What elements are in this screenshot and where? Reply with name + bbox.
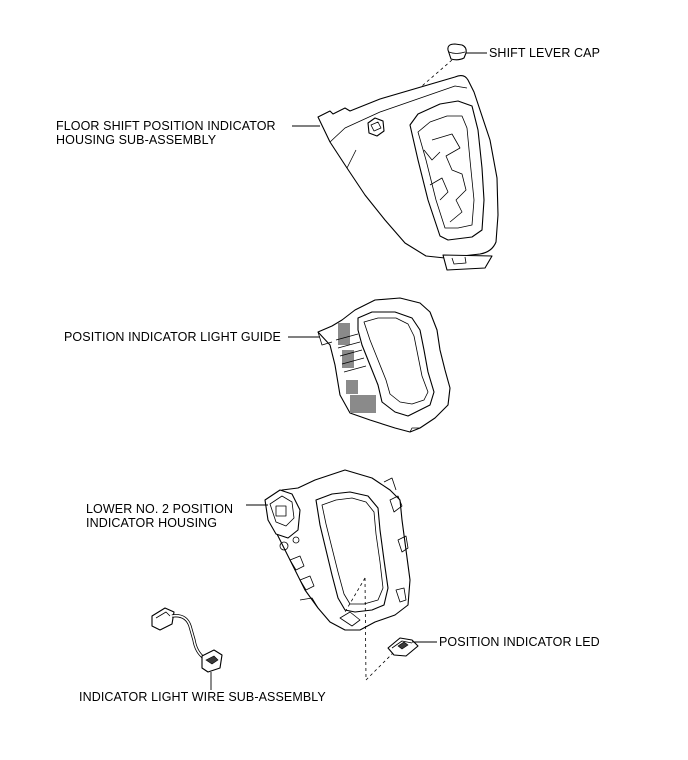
position-indicator-led-label: POSITION INDICATOR LED — [439, 635, 600, 649]
shift-lever-cap-label: SHIFT LEVER CAP — [489, 46, 601, 60]
lower-housing-guide-2 — [364, 577, 367, 681]
position-indicator-led-part — [387, 637, 419, 657]
indicator-housing-label: FLOOR SHIFT POSITION INDICATOR HOUSING S… — [56, 119, 276, 147]
light-guide-label: POSITION INDICATOR LIGHT GUIDE — [64, 330, 281, 344]
lower-housing-guide-1 — [344, 577, 366, 613]
indicator-light-wire-part — [151, 607, 223, 673]
indicator-housing-part — [317, 74, 499, 271]
lower-housing-label: LOWER NO. 2 POSITION INDICATOR HOUSING — [86, 502, 234, 530]
light-guide-part — [317, 297, 451, 433]
lower-housing-part — [264, 469, 411, 631]
shift-lever-cap-part — [447, 43, 467, 61]
indicator-light-wire-label: INDICATOR LIGHT WIRE SUB-ASSEMBLY — [79, 690, 326, 704]
